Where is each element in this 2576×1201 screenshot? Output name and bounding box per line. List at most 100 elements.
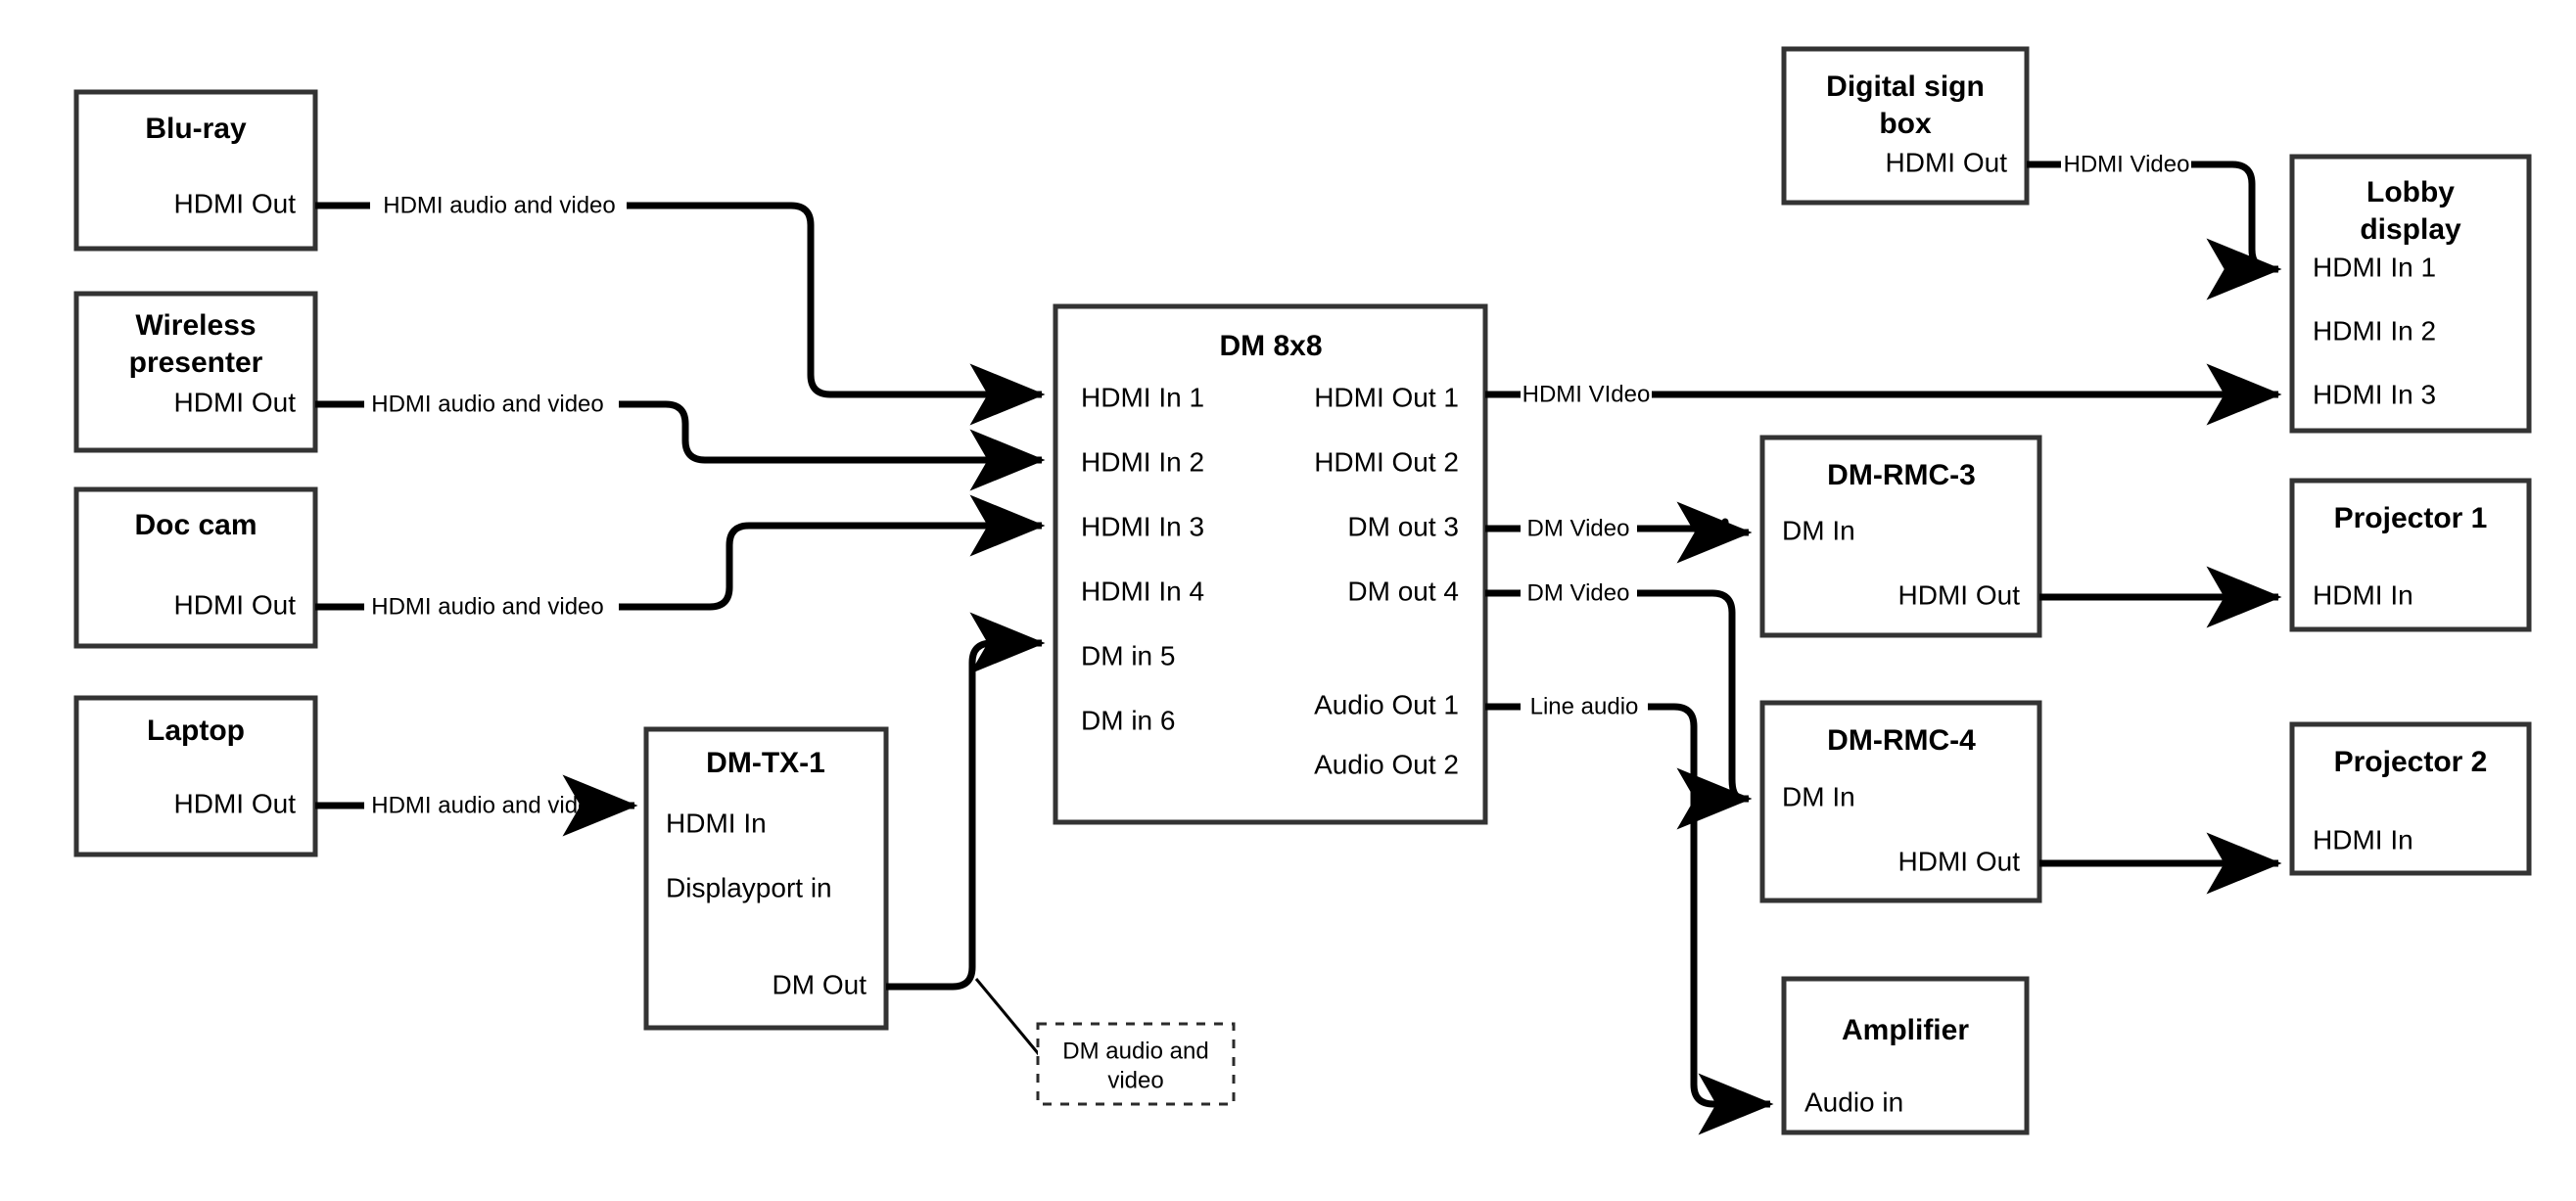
laptop-port-hdmi-out: HDMI Out — [174, 788, 297, 818]
wire-label-laptop-to-tx: HDMI audio and video — [371, 792, 603, 818]
projector-2-title: Projector 2 — [2334, 746, 2488, 778]
lobby-display-input-hdmi-in-2: HDMI In 2 — [2313, 315, 2436, 346]
dm-rmc-3-box[interactable] — [1759, 435, 2042, 638]
amplifier-port-audio-in: Audio in — [1804, 1086, 1903, 1117]
callout-dm-audio-video-line1: DM audio and — [1062, 1038, 1208, 1064]
digital-sign-box-title-line2: box — [1879, 108, 1932, 140]
wire-sign-to-lobby-hdmi-in-1: HDMI Video — [2027, 151, 2282, 300]
wire-wireless-path — [619, 400, 1046, 491]
wire-label-hdmiout1-to-lobby: HDMI VIdeo — [1522, 381, 1651, 407]
wireless-presenter-port-hdmi-out: HDMI Out — [174, 387, 297, 417]
device-projector-1[interactable]: Projector 1 HDMI In — [2289, 478, 2532, 632]
dm-8x8-input-hdmi-in-1: HDMI In 1 — [1081, 382, 1204, 412]
dm-8x8-input-dm-in-6: DM in 6 — [1081, 705, 1175, 735]
wire-label-doccam-to-dm: HDMI audio and video — [371, 593, 603, 620]
wire-dm8x8-hdmiout1-to-lobby-hdmi-in-3: HDMI VIdeo — [1485, 363, 2282, 426]
dm-rmc-4-title: DM-RMC-4 — [1827, 724, 1976, 757]
device-wireless-presenter[interactable]: Wireless presenter HDMI Out — [73, 291, 318, 453]
device-dm-rmc-4[interactable]: DM-RMC-4 DM In HDMI Out — [1759, 700, 2042, 903]
dm-8x8-input-dm-in-5: DM in 5 — [1081, 640, 1175, 670]
dm-8x8-output-audio-out-2: Audio Out 2 — [1314, 749, 1459, 779]
device-dm-rmc-3[interactable]: DM-RMC-3 DM In HDMI Out — [1759, 435, 2042, 638]
wire-label-wireless-to-dm: HDMI audio and video — [371, 391, 603, 417]
bluray-port-hdmi-out: HDMI Out — [174, 188, 297, 218]
dm-8x8-title: DM 8x8 — [1219, 330, 1322, 362]
wire-dm8x8-dmout3-to-rmc3: DM Video — [1485, 501, 1753, 564]
callout-dm-audio-video-box — [1036, 1022, 1236, 1106]
device-bluray[interactable]: Blu-ray HDMI Out — [73, 89, 318, 252]
wireless-presenter-title-line2: presenter — [129, 346, 263, 379]
dm-tx-1-port-displayport-in: Displayport in — [666, 872, 832, 902]
lobby-display-box[interactable] — [2289, 154, 2532, 434]
callout-dm-audio-video: DM audio and video — [974, 978, 1236, 1106]
lobby-display-input-hdmi-in-1: HDMI In 1 — [2313, 252, 2436, 282]
wire-dmtx1-to-dm8x8-dm-in-5 — [886, 612, 1046, 991]
wire-sign-path — [2191, 161, 2282, 300]
dm-8x8-output-hdmi-out-1: HDMI Out 1 — [1314, 382, 1459, 412]
wireless-presenter-title-line1: Wireless — [135, 309, 256, 342]
device-doc-cam[interactable]: Doc cam HDMI Out — [73, 486, 318, 649]
lobby-display-title-line2: display — [2360, 213, 2461, 246]
wire-audioout1-path — [1648, 703, 1774, 1135]
wire-dm8x8-audioout1-to-amplifier: Line audio — [1485, 693, 1774, 1135]
wire-laptop-to-dmtx1-hdmi-in: HDMI audio and video — [315, 774, 638, 837]
projector-2-port-hdmi-in: HDMI In — [2313, 824, 2413, 855]
dm-8x8-input-hdmi-in-2: HDMI In 2 — [1081, 446, 1204, 477]
wire-dm8x8-dmout4-to-rmc4: DM Video — [1485, 579, 1753, 830]
lobby-display-input-hdmi-in-3: HDMI In 3 — [2313, 379, 2436, 409]
laptop-title: Laptop — [147, 715, 245, 747]
dm-rmc-3-title: DM-RMC-3 — [1827, 459, 1976, 491]
wire-label-sign-to-lobby: HDMI Video — [2064, 151, 2190, 177]
device-laptop[interactable]: Laptop HDMI Out — [73, 695, 318, 857]
dm-tx-1-box[interactable] — [643, 726, 889, 1031]
digital-sign-box-title-line1: Digital sign — [1826, 70, 1985, 103]
dm-rmc-3-port-hdmi-out: HDMI Out — [1898, 579, 2021, 610]
bluray-title: Blu-ray — [145, 113, 247, 145]
bluray-box[interactable] — [73, 89, 318, 252]
projector-1-title: Projector 1 — [2334, 502, 2488, 534]
doc-cam-box[interactable] — [73, 486, 318, 649]
dm-tx-1-port-dm-out: DM Out — [773, 969, 867, 999]
wire-bluray-to-dm8x8-hdmi-in-1: HDMI audio and video — [315, 192, 1046, 426]
device-projector-2[interactable]: Projector 2 HDMI In — [2289, 721, 2532, 876]
projector-1-box[interactable] — [2289, 478, 2532, 632]
wire-label-dmout4-to-rmc4: DM Video — [1527, 579, 1630, 606]
dm-tx-1-title: DM-TX-1 — [706, 747, 825, 779]
wire-dmout3-path — [1637, 501, 1753, 564]
dm-rmc-4-box[interactable] — [1759, 700, 2042, 903]
device-lobby-display[interactable]: Lobby display HDMI In 1 HDMI In 2 HDMI I… — [2289, 154, 2532, 434]
dm-8x8-output-dm-out-4: DM out 4 — [1347, 576, 1459, 606]
callout-dm-audio-video-line2: video — [1107, 1067, 1163, 1093]
device-dm-8x8[interactable]: DM 8x8 HDMI In 1 HDMI In 2 HDMI In 3 HDM… — [1053, 303, 1488, 825]
wire-label-dmout3-to-rmc3: DM Video — [1527, 515, 1630, 541]
wire-dmout4-path — [1637, 589, 1753, 830]
dm-8x8-input-hdmi-in-4: HDMI In 4 — [1081, 576, 1204, 606]
dm-8x8-output-hdmi-out-2: HDMI Out 2 — [1314, 446, 1459, 477]
wire-bluray-path — [627, 202, 1046, 426]
device-dm-tx-1[interactable]: DM-TX-1 HDMI In Displayport in DM Out — [643, 726, 889, 1031]
lobby-display-title-line1: Lobby — [2366, 176, 2455, 208]
wire-label-bluray-to-dm: HDMI audio and video — [383, 192, 615, 218]
callout-leader-line — [974, 978, 1050, 1066]
amplifier-title: Amplifier — [1842, 1014, 1969, 1046]
dm-rmc-4-port-hdmi-out: HDMI Out — [1898, 846, 2021, 876]
wire-wireless-to-dm8x8-hdmi-in-2: HDMI audio and video — [315, 391, 1046, 491]
device-digital-sign-box[interactable]: Digital sign box HDMI Out — [1781, 46, 2030, 206]
digital-sign-box-port-hdmi-out: HDMI Out — [1886, 147, 2008, 177]
wireless-presenter-box[interactable] — [73, 291, 318, 453]
wire-label-audioout1-to-amp: Line audio — [1530, 693, 1639, 719]
doc-cam-port-hdmi-out: HDMI Out — [174, 589, 297, 620]
projector-1-port-hdmi-in: HDMI In — [2313, 579, 2413, 610]
amplifier-box[interactable] — [1781, 976, 2030, 1135]
digital-sign-box-rect[interactable] — [1781, 46, 2030, 206]
laptop-box[interactable] — [73, 695, 318, 857]
dm-8x8-box[interactable] — [1053, 303, 1488, 825]
wire-doccam-path — [619, 494, 1046, 611]
wire-dmtx1-path — [886, 612, 1046, 991]
dm-tx-1-port-hdmi-in: HDMI In — [666, 808, 767, 838]
device-amplifier[interactable]: Amplifier Audio in — [1781, 976, 2030, 1135]
wire-doccam-to-dm8x8-hdmi-in-3: HDMI audio and video — [315, 494, 1046, 620]
projector-2-box[interactable] — [2289, 721, 2532, 876]
